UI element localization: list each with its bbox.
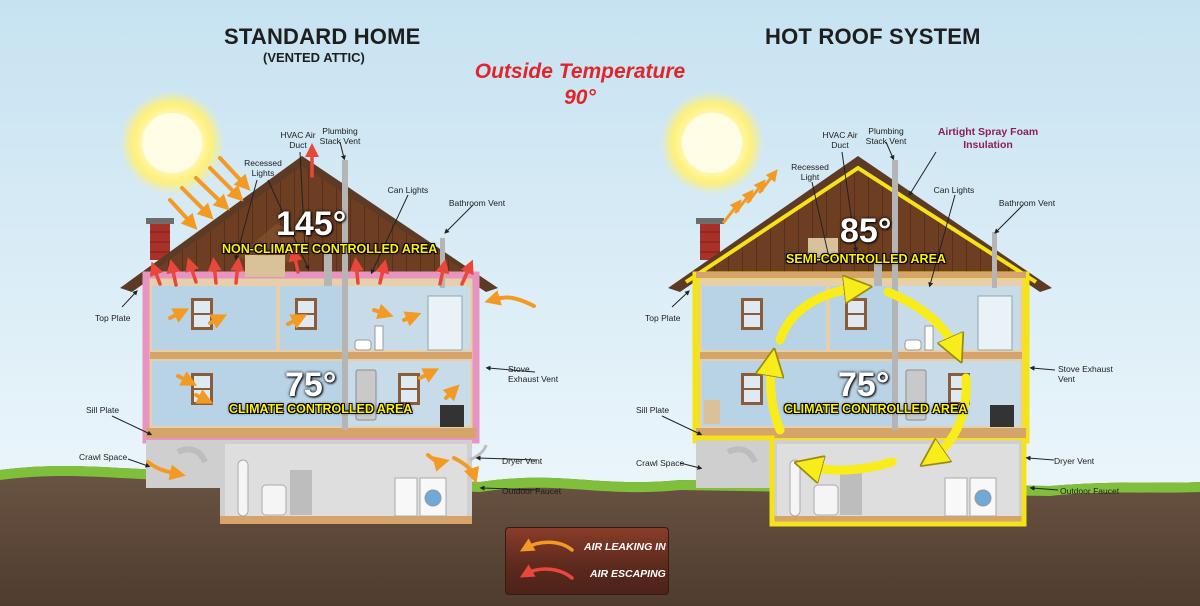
left-living-temperature: 75° bbox=[285, 366, 337, 404]
callout-leader-lines bbox=[111, 141, 1059, 491]
hot-roof-house bbox=[668, 156, 1052, 527]
left-dryer-vent-label: Dryer Vent bbox=[502, 456, 543, 466]
spray-foam-label: Airtight Spray Foam Insulation bbox=[937, 126, 1039, 151]
left-sill-plate-label: Sill Plate bbox=[86, 405, 120, 415]
left-outdoor-faucet-label: Outdoor Faucet bbox=[502, 486, 562, 496]
right-attic-temperature: 85° bbox=[840, 212, 892, 250]
right-can-lights-label: Can Lights bbox=[933, 185, 975, 195]
right-recessed-light-label: Recessed Light bbox=[791, 162, 829, 182]
right-outdoor-faucet-label: Outdoor Faucet bbox=[1060, 486, 1120, 496]
legend-air-leaking-in-label: AIR LEAKING IN bbox=[584, 541, 666, 553]
right-top-plate-label: Top Plate bbox=[645, 313, 681, 323]
right-living-area-label: CLIMATE CONTROLLED AREA bbox=[784, 402, 968, 416]
left-top-plate-label: Top Plate bbox=[95, 313, 131, 323]
outside-temperature-label: Outside Temperature bbox=[474, 60, 686, 83]
left-recessed-lights-label: Recessed Lights bbox=[244, 158, 282, 178]
right-bathroom-vent-label: Bathroom Vent bbox=[998, 198, 1056, 208]
standard-home-house bbox=[120, 156, 498, 524]
left-attic-temperature: 145° bbox=[276, 205, 347, 243]
right-sill-plate-label: Sill Plate bbox=[636, 405, 670, 415]
left-crawl-space-label: Crawl Space bbox=[79, 452, 128, 462]
right-stove-exhaust-label: Stove Exhaust Vent bbox=[1058, 364, 1113, 384]
left-plumbing-vent-label: Plumbing Stack Vent bbox=[319, 126, 361, 146]
left-stove-exhaust-label: Stove Exhaust Vent bbox=[508, 364, 559, 384]
hot-roof-title: HOT ROOF SYSTEM bbox=[765, 24, 981, 49]
standard-home-title: STANDARD HOME bbox=[224, 24, 421, 49]
left-air-arrows bbox=[146, 143, 536, 484]
left-bathroom-vent-label: Bathroom Vent bbox=[448, 198, 506, 208]
left-can-lights-label: Can Lights bbox=[387, 185, 429, 195]
legend-box bbox=[505, 527, 669, 595]
right-crawl-space-label: Crawl Space bbox=[636, 458, 685, 468]
left-hvac-duct-label: HVAC Air Duct bbox=[280, 130, 316, 150]
right-hvac-duct-label: HVAC Air Duct bbox=[822, 130, 858, 150]
standard-home-subtitle: (VENTED ATTIC) bbox=[263, 50, 365, 65]
legend-air-escaping-label: AIR ESCAPING bbox=[590, 568, 666, 580]
right-living-temperature: 75° bbox=[838, 366, 890, 404]
outside-temperature-value: 90° bbox=[564, 86, 596, 109]
right-air-arrows bbox=[722, 169, 971, 470]
left-living-area-label: CLIMATE CONTROLLED AREA bbox=[229, 402, 413, 416]
left-attic-area-label: NON-CLIMATE CONTROLLED AREA bbox=[222, 242, 438, 256]
right-attic-area-label: SEMI-CONTROLLED AREA bbox=[786, 252, 946, 266]
right-plumbing-vent-label: Plumbing Stack Vent bbox=[865, 126, 907, 146]
right-dryer-vent-label: Dryer Vent bbox=[1054, 456, 1095, 466]
